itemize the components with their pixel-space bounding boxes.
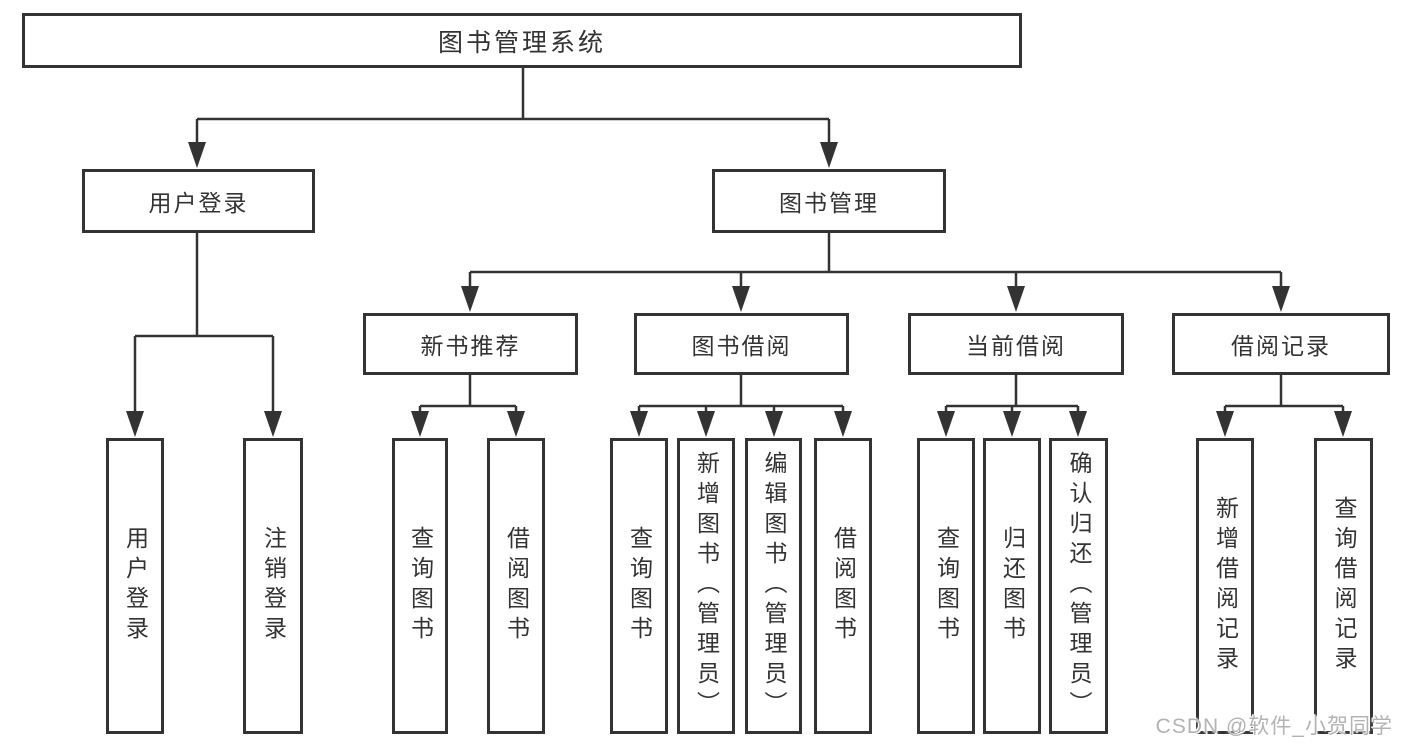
node-user-login-branch: 用户登录 xyxy=(82,169,315,233)
node-leaf-current-query-book: 查询图书 xyxy=(917,438,975,734)
node-leaf-confirm-return-admin: 确认归还（管理员） xyxy=(1049,438,1108,734)
node-leaf-add-borrow-record: 新增借阅记录 xyxy=(1196,438,1254,734)
node-new-book-recommend: 新书推荐 xyxy=(363,313,578,375)
node-leaf-user-login: 用户登录 xyxy=(106,438,164,734)
node-leaf-query-borrow-record: 查询借阅记录 xyxy=(1314,438,1373,734)
node-leaf-logout: 注销登录 xyxy=(243,438,303,734)
node-leaf-borrow-query-book: 查询图书 xyxy=(610,438,668,734)
node-library-management-system: 图书管理系统 xyxy=(22,13,1022,68)
node-leaf-edit-book-admin: 编辑图书（管理员） xyxy=(745,438,802,734)
node-leaf-add-book-admin: 新增图书（管理员） xyxy=(677,438,735,734)
node-book-borrow: 图书借阅 xyxy=(634,313,849,375)
node-leaf-borrow-borrow-book: 借阅图书 xyxy=(814,438,872,734)
node-leaf-return-book: 归还图书 xyxy=(983,438,1041,734)
csdn-watermark: CSDN @软件_小贺同学 xyxy=(1155,715,1393,738)
node-leaf-recommend-query-book: 查询图书 xyxy=(392,438,448,734)
node-book-management-branch: 图书管理 xyxy=(712,169,946,233)
node-borrow-records: 借阅记录 xyxy=(1172,313,1390,375)
node-current-borrow: 当前借阅 xyxy=(908,313,1124,375)
node-leaf-recommend-borrow-book: 借阅图书 xyxy=(487,438,545,734)
